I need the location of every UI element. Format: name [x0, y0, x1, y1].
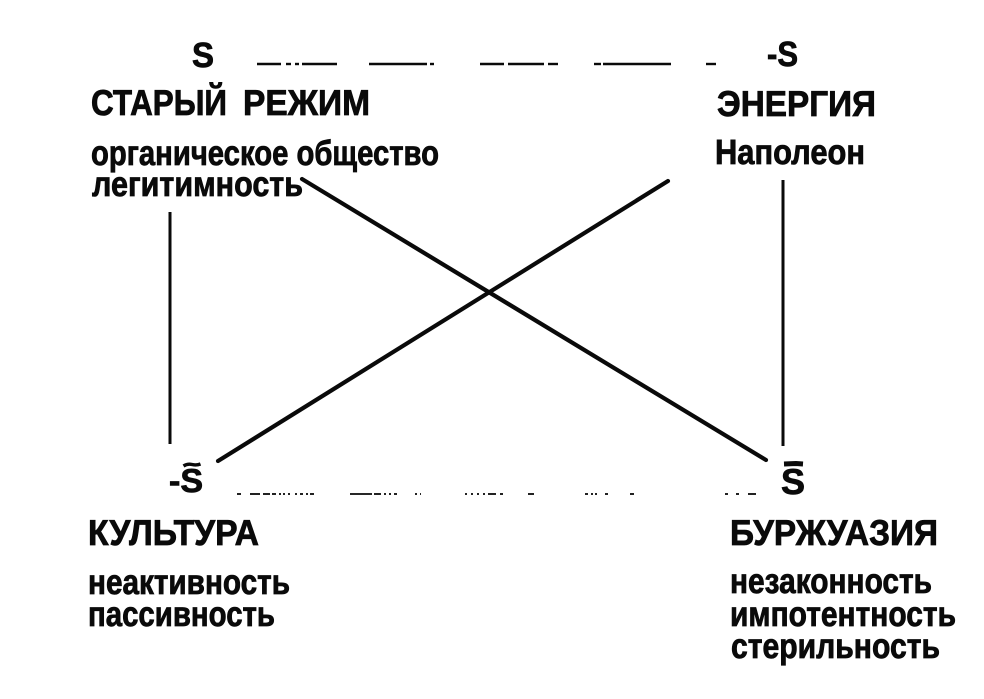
svg-text:пассивность: пассивность [88, 595, 275, 634]
svg-text:легитимность: легитимность [92, 165, 303, 204]
svg-text:Наполеон: Наполеон [715, 133, 865, 172]
svg-text:неактивность: неактивность [88, 563, 290, 602]
svg-text:S: S [781, 461, 805, 502]
svg-text:органическое общество: органическое общество [91, 134, 439, 173]
svg-text:БУРЖУАЗИЯ: БУРЖУАЗИЯ [730, 512, 938, 553]
svg-text:импотентность: импотентность [730, 595, 956, 634]
svg-text:незаконность: незаконность [730, 562, 932, 601]
svg-text:S: S [192, 36, 214, 75]
svg-text:КУЛЬТУРА: КУЛЬТУРА [88, 512, 259, 553]
svg-text:-S: -S [767, 35, 798, 74]
svg-text:СТАРЫЙ: СТАРЫЙ [91, 82, 227, 123]
svg-text:ЭНЕРГИЯ: ЭНЕРГИЯ [717, 83, 876, 124]
svg-text:РЕЖИМ: РЕЖИМ [243, 82, 370, 123]
svg-text:стерильность: стерильность [731, 627, 940, 666]
svg-text:-S: -S [169, 462, 203, 499]
